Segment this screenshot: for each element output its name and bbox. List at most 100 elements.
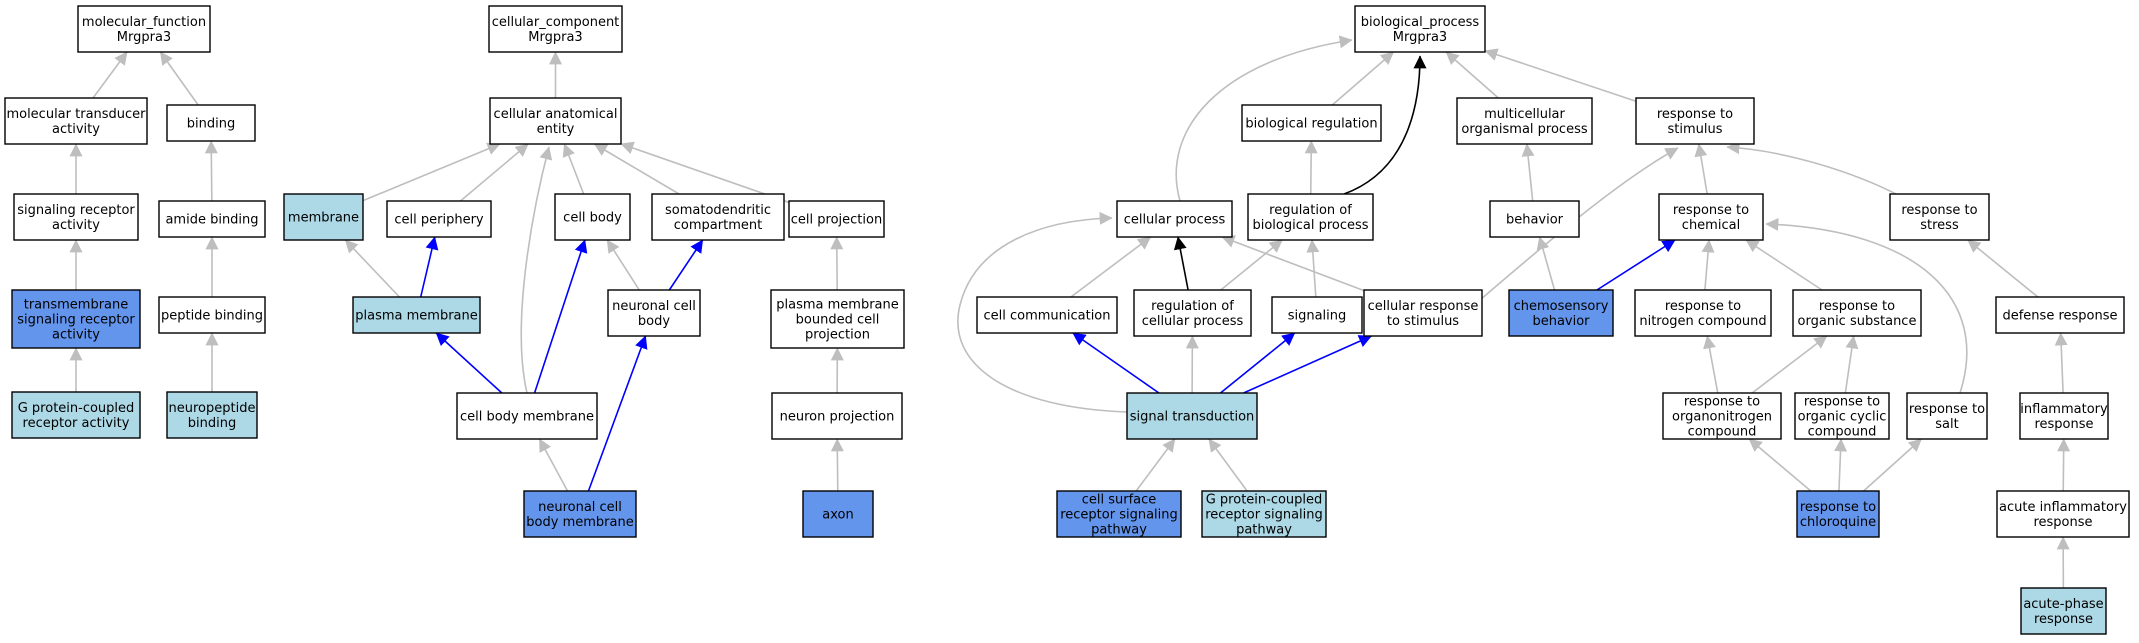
node-label: pathway — [1091, 523, 1147, 538]
edge-cellproj-to-cae — [620, 141, 790, 204]
node-box — [771, 392, 903, 440]
node-label: compound — [1808, 425, 1877, 440]
node-binding: binding — [166, 104, 256, 142]
node-label: response to — [1657, 107, 1733, 122]
edge-somato-to-cae — [593, 143, 680, 195]
edge-ncb-to-somato — [668, 239, 704, 291]
node-label: binding — [188, 416, 236, 431]
node-box — [1126, 392, 1258, 440]
node-label: cell body membrane — [460, 410, 594, 425]
edge-st-to-crs — [1243, 335, 1373, 394]
node-cellcomm: cell communication — [976, 296, 1118, 334]
node-box — [2019, 392, 2109, 440]
node-box — [1635, 97, 1755, 145]
node-label: response to — [1909, 402, 1985, 417]
node-periphery: cell periphery — [386, 200, 492, 238]
edge-rtchloro-to-rtsalt — [1863, 438, 1922, 492]
node-bioreg: biological regulation — [1241, 104, 1382, 142]
node-label: organonitrogen — [1672, 410, 1772, 425]
edge-multi-to-bp — [1445, 51, 1499, 99]
node-label: cellular process — [1142, 314, 1244, 329]
edge-axon-to-neuproj — [830, 438, 844, 492]
node-label: to stimulus — [1387, 314, 1459, 329]
node-label: plasma membrane — [355, 309, 478, 324]
edge-pm-to-periphery — [419, 236, 439, 298]
node-pm: plasma membrane — [352, 296, 481, 334]
edge-rtnc-to-rtc — [1701, 239, 1715, 291]
node-label: receptor signaling — [1205, 508, 1323, 523]
node-box — [1133, 289, 1252, 337]
edge-rtocc-to-rtos — [1844, 335, 1859, 394]
edge-rtstress-to-rts — [1726, 141, 1901, 197]
node-box — [1489, 200, 1580, 238]
node-cp: cellular process — [1116, 200, 1233, 238]
node-label: compound — [1688, 425, 1757, 440]
node-box — [1201, 490, 1327, 538]
edge-cbm-to-cae — [520, 146, 553, 394]
node-box — [13, 193, 139, 241]
node-label: transmembrane — [24, 298, 129, 313]
node-box — [11, 391, 141, 439]
edge-chemo-to-behavior — [1536, 236, 1556, 291]
edge-mta-to-mf — [92, 51, 128, 99]
node-label: body — [638, 314, 670, 329]
node-label: response — [2034, 612, 2093, 627]
node-label: molecular transducer — [6, 107, 146, 122]
node-box — [77, 5, 211, 53]
node-box — [1056, 490, 1182, 538]
node-box — [352, 296, 481, 334]
node-label: acute inflammatory — [1999, 500, 2127, 515]
node-label: acute-phase — [2023, 597, 2103, 612]
edge-amide-to-binding — [204, 140, 218, 202]
node-label: stimulus — [1667, 122, 1722, 137]
edge-chemo-to-rtc — [1596, 239, 1676, 291]
node-label: entity — [537, 122, 575, 137]
node-box — [158, 200, 266, 238]
node-label: behavior — [1532, 314, 1590, 329]
edge-st-to-cp — [957, 211, 1128, 413]
edge-periphery-to-cae — [459, 143, 529, 202]
node-box — [1456, 97, 1593, 145]
node-label: activity — [52, 122, 100, 137]
node-label: Mrgpra3 — [117, 30, 171, 45]
node-label: compartment — [674, 218, 762, 233]
node-box — [788, 200, 885, 238]
node-label: chemosensory — [1514, 299, 1609, 314]
node-box — [1634, 289, 1772, 337]
edge-inflam-to-defense — [2054, 332, 2068, 394]
node-box — [1906, 392, 1988, 440]
node-label: plasma membrane — [776, 298, 899, 313]
node-box — [1116, 200, 1233, 238]
node-label: neuronal cell — [612, 299, 696, 314]
edge-rtchloro-to-rtocc — [1834, 438, 1848, 492]
node-label: molecular_function — [82, 15, 206, 30]
node-box — [1662, 392, 1782, 440]
node-box — [1796, 490, 1880, 538]
edge-rtonc-to-rtnc — [1703, 335, 1719, 394]
edge-rcp-to-rbp — [1220, 239, 1283, 291]
node-defense: defense response — [1995, 296, 2125, 334]
node-box — [1658, 193, 1764, 241]
edge-signaling-to-rbp — [1306, 239, 1320, 298]
node-box — [554, 193, 631, 241]
edge-rtchloro-to-rtonc — [1748, 438, 1812, 492]
node-label: regulation of — [1151, 299, 1234, 314]
edge-csrsp-to-st — [1135, 438, 1176, 492]
node-label: response — [2033, 515, 2092, 530]
